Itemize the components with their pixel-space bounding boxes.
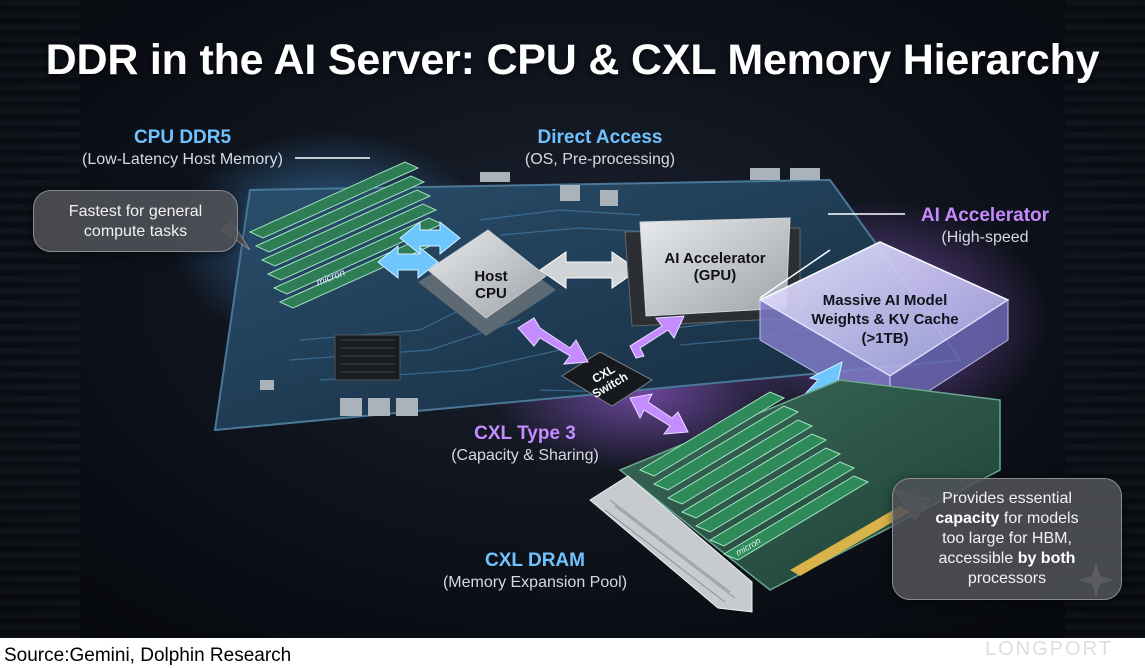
label-direct-access: Direct Access (OS, Pre-processing) xyxy=(500,127,700,169)
host-cpu-label-line2: CPU xyxy=(475,285,507,302)
capacity-callout-line3: too large for HBM, xyxy=(942,530,1072,547)
server-rack-left xyxy=(0,0,80,638)
fastest-callout-line1: Fastest for general xyxy=(68,203,203,220)
diagram-illustration: micron xyxy=(170,130,1114,613)
capacity-callout-line2: capacity for models xyxy=(893,509,1121,529)
capacity-callout-bubble: Provides essential capacity for models t… xyxy=(892,478,1122,600)
capacity-callout-bold-both: by both xyxy=(1017,550,1076,567)
label-cxl-type3-sub: (Capacity & Sharing) xyxy=(451,447,599,464)
ddr5-cpu-arrows xyxy=(377,220,461,280)
capacity-callout-bold-capacity: capacity xyxy=(935,510,1000,527)
small-components xyxy=(260,168,820,416)
label-cxl-type3: CXL Type 3 (Capacity & Sharing) xyxy=(425,423,625,465)
capacity-callout-line4: accessible by both xyxy=(893,549,1121,569)
infographic-canvas: micron xyxy=(0,0,1145,638)
ai-accelerator-leader-line xyxy=(759,249,831,299)
capacity-callout-line5: processors xyxy=(967,570,1047,587)
fastest-callout-line2: compute tasks xyxy=(83,223,188,240)
label-direct-access-sub: (OS, Pre-processing) xyxy=(524,151,676,168)
label-cxl-type3-heading: CXL Type 3 xyxy=(474,423,576,444)
fastest-callout-bubble: Fastest for general compute tasks xyxy=(33,190,238,252)
model-memory-label-line1: Massive AI Model xyxy=(822,292,948,309)
model-memory-label: Massive AI Model Weights & KV Cache (>1T… xyxy=(790,291,980,348)
cpu-ddr5-dimms xyxy=(248,161,450,309)
label-ai-accelerator: AI Accelerator (High-speed xyxy=(905,205,1065,247)
model-memory-label-line3: (>1TB) xyxy=(861,330,909,347)
gpu-label-line2: (GPU) xyxy=(693,267,737,284)
label-cpu-ddr5-sub: (Low-Latency Host Memory) xyxy=(82,151,283,168)
capacity-callout-line4-pre: accessible xyxy=(938,550,1018,567)
capacity-callout-line2-rest: for models xyxy=(999,510,1079,527)
model-memory-label-line2: Weights & KV Cache xyxy=(811,311,959,328)
label-direct-access-heading: Direct Access xyxy=(537,127,663,148)
label-ai-accelerator-sub: (High-speed xyxy=(941,229,1029,246)
host-cpu-chip xyxy=(427,229,547,319)
pcie-gold-fingers xyxy=(790,506,910,576)
host-cpu-label-line1: Host xyxy=(474,268,508,285)
label-cpu-ddr5-heading: CPU DDR5 xyxy=(133,127,232,148)
label-cxl-dram: CXL DRAM (Memory Expansion Pool) xyxy=(420,550,650,592)
gpu-label: AI Accelerator (GPU) xyxy=(645,250,785,284)
cxl-arrows xyxy=(517,315,689,435)
label-cxl-dram-heading: CXL DRAM xyxy=(485,550,585,571)
source-caption: Source:Gemini, Dolphin Research xyxy=(4,645,292,666)
label-cpu-ddr5: CPU DDR5 (Low-Latency Host Memory) xyxy=(65,127,300,169)
bracket-vents xyxy=(604,499,736,603)
gpu-label-line1: AI Accelerator xyxy=(664,250,766,267)
capacity-callout-line1: Provides essential xyxy=(942,490,1072,507)
cxl-dram-dimms xyxy=(638,391,870,561)
heatsink-fins xyxy=(340,339,395,373)
watermark: LONGPORT xyxy=(985,638,1113,660)
page-title: DDR in the AI Server: CPU & CXL Memory H… xyxy=(45,36,1100,84)
label-ai-accelerator-heading: AI Accelerator xyxy=(920,205,1050,226)
host-cpu-label: Host CPU xyxy=(436,268,546,302)
heatsink xyxy=(334,334,401,381)
label-cxl-dram-sub: (Memory Expansion Pool) xyxy=(442,574,628,591)
